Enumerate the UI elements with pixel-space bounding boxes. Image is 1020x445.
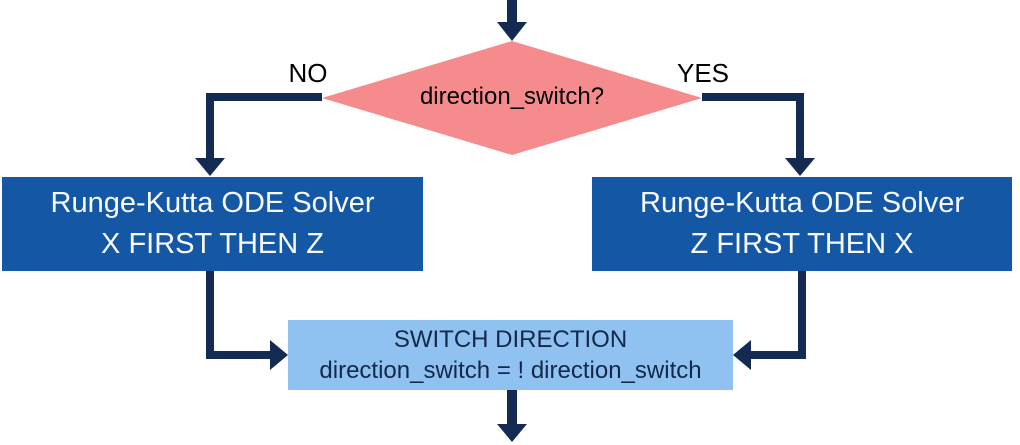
process-box-z-first: Runge-Kutta ODE Solver Z FIRST THEN X bbox=[592, 177, 1012, 271]
process-box-z-first-line2: Z FIRST THEN X bbox=[690, 228, 914, 260]
decision-diamond bbox=[322, 41, 702, 155]
process-box-x-first-line2: X FIRST THEN Z bbox=[101, 228, 324, 260]
branch-label-no: NO bbox=[288, 58, 328, 88]
decision-label: direction_switch? bbox=[419, 83, 605, 110]
arrow-bottom-out-icon bbox=[497, 390, 527, 442]
connector-yes-branch-icon bbox=[702, 93, 815, 176]
connector-right-to-switch-icon bbox=[733, 271, 806, 370]
process-box-z-first-line1: Runge-Kutta ODE Solver bbox=[640, 187, 964, 219]
branch-label-yes: YES bbox=[676, 58, 730, 88]
connector-left-to-switch-icon bbox=[206, 271, 288, 370]
process-box-x-first: Runge-Kutta ODE Solver X FIRST THEN Z bbox=[2, 177, 423, 271]
connector-no-branch-icon bbox=[195, 93, 322, 176]
switch-direction-statement: direction_switch = ! direction_switch bbox=[319, 357, 702, 384]
switch-direction-title: SWITCH DIRECTION bbox=[393, 326, 628, 353]
arrow-top-in-icon bbox=[497, 0, 527, 41]
process-box-x-first-line1: Runge-Kutta ODE Solver bbox=[50, 187, 375, 219]
switch-direction-box: SWITCH DIRECTION direction_switch = ! di… bbox=[288, 320, 733, 390]
